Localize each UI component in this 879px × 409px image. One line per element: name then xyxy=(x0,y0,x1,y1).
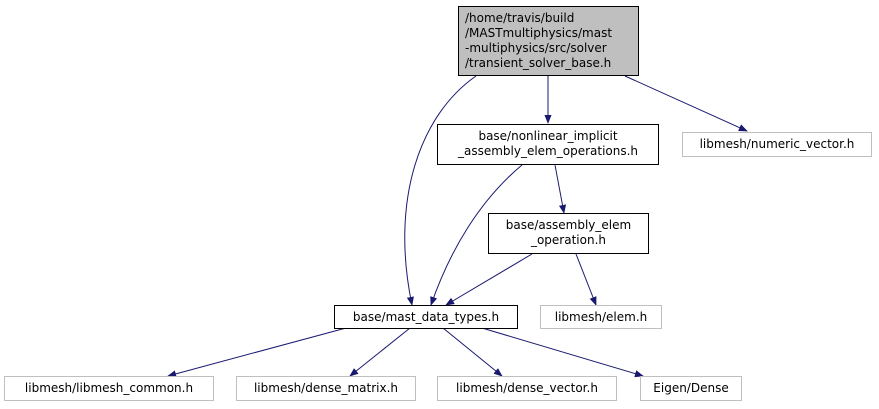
node-numeric-vector: libmesh/numeric_vector.h xyxy=(682,132,872,157)
node-libmesh-common: libmesh/libmesh_common.h xyxy=(4,376,214,401)
edge-nonlinear-to-assembly-elem xyxy=(554,164,567,214)
node-label-line: libmesh/libmesh_common.h xyxy=(24,381,194,395)
edge-mast-data-types-to-dense-matrix xyxy=(349,327,411,377)
node-eigen-dense: Eigen/Dense xyxy=(640,376,742,401)
node-libmesh-elem: libmesh/elem.h xyxy=(540,305,662,329)
node-label-line: _operation.h xyxy=(530,233,607,247)
node-label-line: -multiphysics/src/solver xyxy=(465,41,607,55)
node-label-line: base/mast_data_types.h xyxy=(352,310,500,324)
node-label-line: /home/travis/build xyxy=(465,11,575,25)
node-label-line: libmesh/dense_vector.h xyxy=(456,381,598,395)
node-label-line: /transient_solver_base.h xyxy=(465,56,612,70)
node-label-line: base/assembly_elem xyxy=(505,218,632,232)
node-label-line: _assembly_elem_operations.h xyxy=(457,144,639,158)
node-label-line: libmesh/numeric_vector.h xyxy=(699,137,855,151)
node-label-line: Eigen/Dense xyxy=(653,381,729,395)
edge-mast-data-types-to-dense-vector xyxy=(442,327,503,377)
edge-assembly-elem-to-elem xyxy=(575,253,597,306)
edge-assembly-elem-to-mast-data-types xyxy=(445,253,533,306)
node-label-line: libmesh/elem.h xyxy=(554,310,648,324)
node-label-line: base/nonlinear_implicit xyxy=(478,129,618,143)
edge-mast-data-types-to-eigen-dense xyxy=(481,327,644,378)
edge-root-to-mast-data-types xyxy=(404,75,477,306)
edge-root-to-numeric-vector xyxy=(624,75,748,132)
node-dense-matrix: libmesh/dense_matrix.h xyxy=(236,376,416,401)
node-nonlinear-implicit-assembly[interactable]: base/nonlinear_implicit _assembly_elem_o… xyxy=(437,124,659,165)
node-label-line: libmesh/dense_matrix.h xyxy=(253,381,399,395)
node-label-line: /MASTmultiphysics/mast xyxy=(465,26,613,40)
node-assembly-elem-operation[interactable]: base/assembly_elem _operation.h xyxy=(488,213,649,254)
node-dense-vector: libmesh/dense_vector.h xyxy=(437,376,617,401)
node-transient-solver-base: /home/travis/build /MASTmultiphysics/mas… xyxy=(458,6,639,76)
edge-nonlinear-to-mast-data-types xyxy=(430,164,523,306)
edge-mast-data-types-to-libmesh-common xyxy=(167,327,347,378)
node-mast-data-types[interactable]: base/mast_data_types.h xyxy=(334,305,518,329)
